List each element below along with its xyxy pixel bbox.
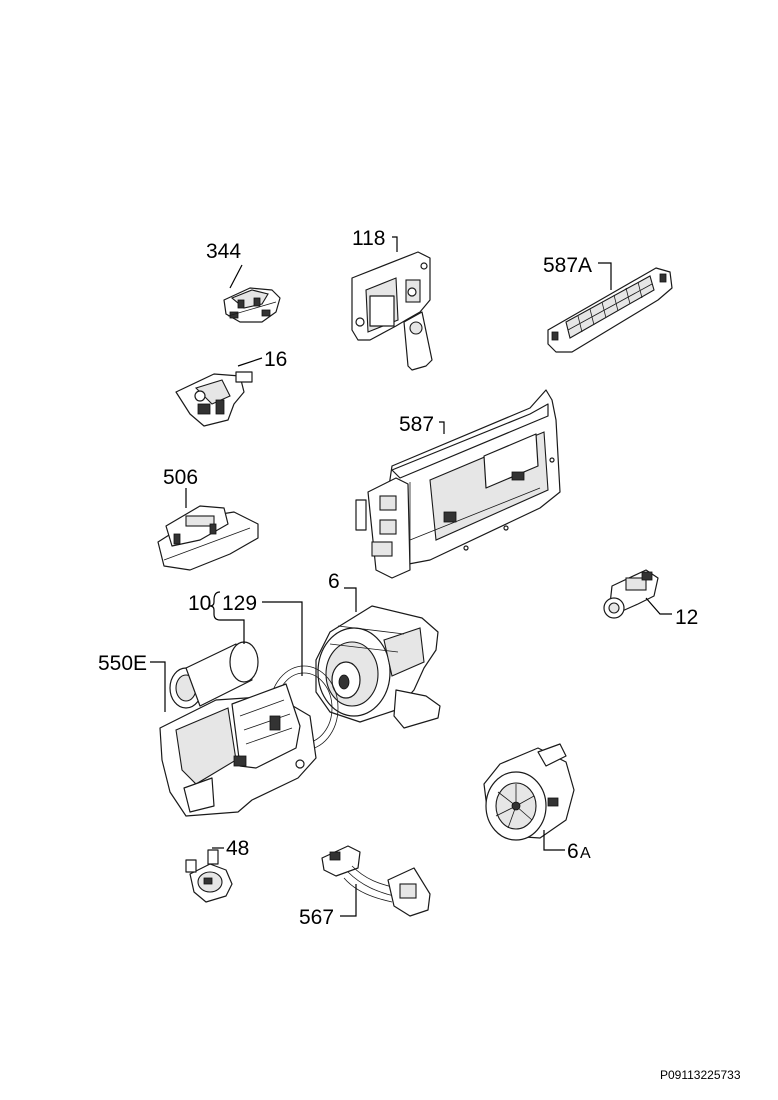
label-550e: 550E (98, 652, 147, 675)
part-6a (483, 743, 575, 841)
diagram-code: P09113225733 (660, 1068, 741, 1082)
label-16: 16 (264, 348, 287, 371)
part-6 (315, 605, 441, 729)
label-48: 48 (226, 837, 249, 860)
part-587 (355, 389, 561, 579)
label-12: 12 (675, 606, 698, 629)
label-506: 506 (163, 466, 198, 489)
part-550e (159, 641, 339, 817)
label-129: 129 (222, 592, 257, 615)
part-567 (321, 845, 431, 917)
label-587a: 587A (543, 254, 592, 277)
label-118: 118 (352, 227, 385, 250)
label-344: 344 (206, 240, 241, 263)
part-118 (351, 251, 433, 371)
part-506 (157, 505, 259, 571)
part-48 (185, 849, 233, 903)
label-6: 6 (328, 570, 340, 593)
label-6a-suffix: A (580, 845, 591, 862)
label-10: 10 (188, 592, 211, 615)
label-6a-number: 6 (567, 840, 579, 863)
label-587: 587 (399, 413, 434, 436)
part-12 (603, 569, 659, 619)
label-567: 567 (299, 906, 334, 929)
part-344 (223, 287, 281, 323)
part-16 (175, 371, 253, 427)
part-587a (547, 267, 673, 353)
